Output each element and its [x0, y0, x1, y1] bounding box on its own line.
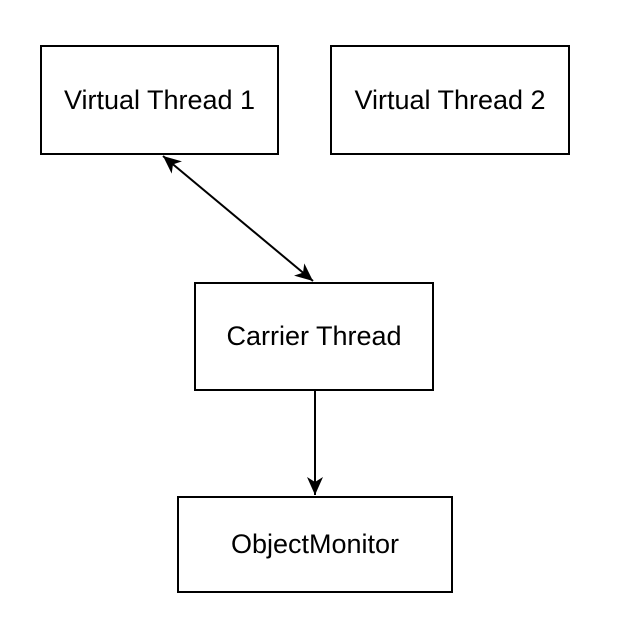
node-virtual-thread-2: Virtual Thread 2: [330, 45, 570, 155]
edge-vt1-carrier-bidirectional-arrow: [162, 155, 314, 282]
node-virtual-thread-1: Virtual Thread 1: [40, 45, 279, 155]
node-label: Virtual Thread 2: [354, 84, 546, 115]
node-label: Virtual Thread 1: [63, 84, 256, 115]
node-carrier-thread: Carrier Thread: [194, 282, 434, 391]
node-object-monitor: ObjectMonitor: [177, 496, 453, 593]
node-label: Carrier Thread: [226, 321, 402, 351]
node-label: ObjectMonitor: [230, 529, 400, 559]
